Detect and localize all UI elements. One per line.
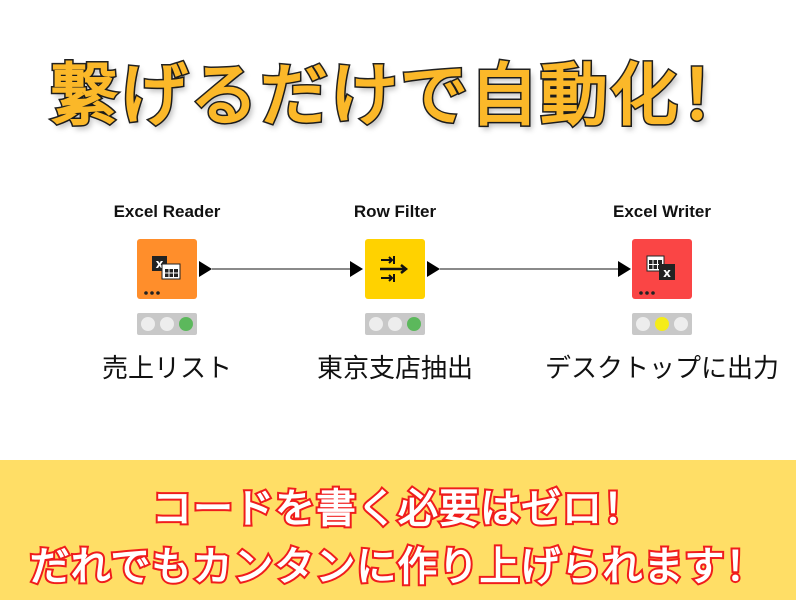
node-title-row-filter: Row Filter	[353, 202, 437, 221]
node-excel-writer[interactable]: x	[632, 239, 692, 299]
output-port-arrow[interactable]	[199, 261, 212, 277]
bottom-banner: コードを書く必要はゼロ！ だれでもカンタンに作り上げられます！	[0, 460, 796, 600]
node-title-excel-writer: Excel Writer	[613, 202, 711, 221]
node-excel-reader[interactable]: x	[137, 239, 197, 299]
node-status-excel-reader	[137, 313, 197, 335]
banner-line-1: コードを書く必要はゼロ！	[150, 484, 645, 534]
connection-reader-filter	[212, 268, 352, 270]
banner-line-2: だれでもカンタンに作り上げられます！	[28, 542, 768, 592]
svg-text:x: x	[663, 266, 671, 280]
input-port-arrow[interactable]	[618, 261, 631, 277]
connection-filter-writer	[440, 268, 620, 270]
node-menu-dots-icon[interactable]	[632, 239, 692, 299]
node-status-row-filter	[365, 313, 425, 335]
node-label-excel-reader: 売上リスト	[101, 354, 232, 384]
excel-reader-icon: x	[152, 256, 181, 280]
node-title-excel-reader: Excel Reader	[113, 202, 221, 221]
node-row-filter[interactable]	[365, 239, 425, 299]
node-label-excel-writer: デスクトップに出力	[544, 354, 779, 384]
node-label-row-filter: 東京支店抽出	[316, 354, 473, 384]
output-port-arrow[interactable]	[427, 261, 440, 277]
excel-writer-icon: x	[646, 255, 675, 280]
node-menu-dots-icon[interactable]	[137, 239, 197, 299]
node-status-excel-writer	[632, 313, 692, 335]
input-port-arrow[interactable]	[350, 261, 363, 277]
headline: 繋げるだけで自動化！	[48, 56, 750, 138]
row-filter-icon	[380, 256, 409, 282]
svg-text:x: x	[156, 257, 164, 271]
